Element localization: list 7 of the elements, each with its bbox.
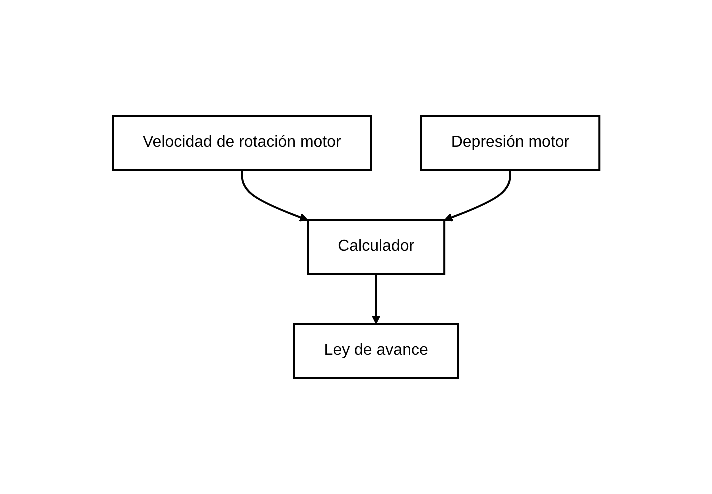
node-box: Calculador (306, 219, 446, 275)
arrow (240, 170, 308, 222)
node-box: Velocidad de rotación motor (112, 115, 372, 171)
node-box: Depresión motor (420, 115, 600, 171)
arrow (444, 170, 512, 222)
node-box: Ley de avance (292, 323, 460, 379)
arrow (372, 274, 380, 324)
